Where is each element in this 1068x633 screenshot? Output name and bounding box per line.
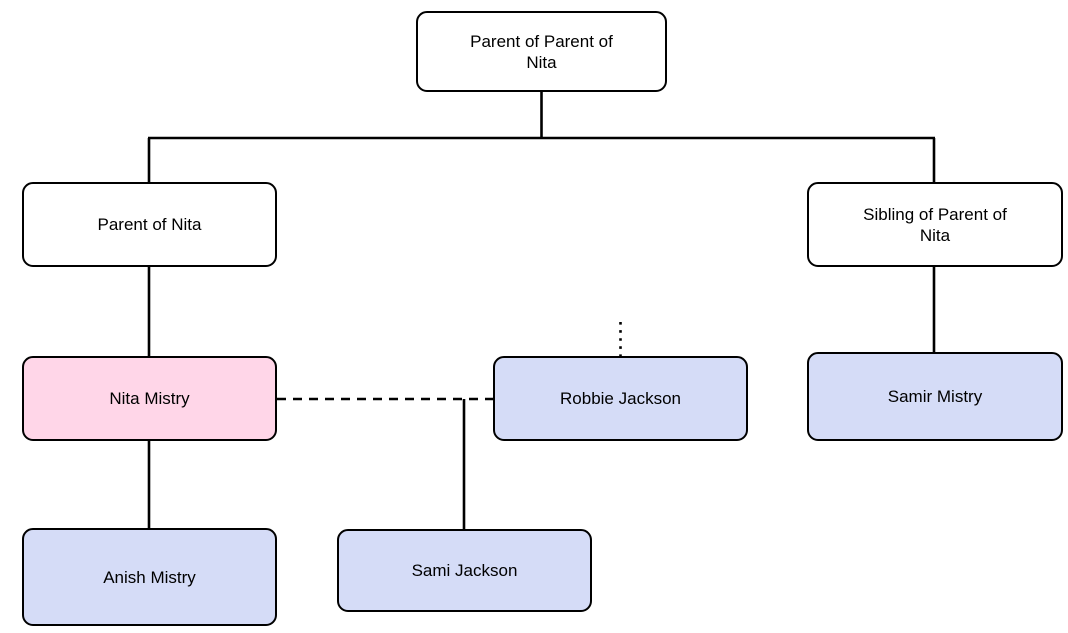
node-label: Sami Jackson [411, 561, 518, 580]
node-label: Parent of Nita [97, 215, 202, 234]
node-anish-mistry[interactable]: Anish Mistry [22, 528, 277, 626]
node-parent-of-parent-of-nita[interactable]: Parent of Parent of Nita [416, 11, 667, 92]
node-label: Robbie Jackson [560, 389, 681, 408]
node-sami-jackson[interactable]: Sami Jackson [337, 529, 592, 612]
node-sibling-of-parent-of-nita[interactable]: Sibling of Parent of Nita [807, 182, 1063, 267]
node-parent-of-nita[interactable]: Parent of Nita [22, 182, 277, 267]
node-samir-mistry[interactable]: Samir Mistry [807, 352, 1063, 441]
node-label: Parent of Parent of Nita [470, 31, 613, 72]
node-label: Anish Mistry [103, 567, 196, 587]
node-robbie-jackson[interactable]: Robbie Jackson [493, 356, 748, 441]
node-label: Samir Mistry [887, 387, 983, 406]
node-nita-mistry[interactable]: Nita Mistry [22, 356, 277, 441]
node-label: Sibling of Parent of Nita [863, 204, 1007, 245]
node-label: Nita Mistry [109, 389, 190, 408]
